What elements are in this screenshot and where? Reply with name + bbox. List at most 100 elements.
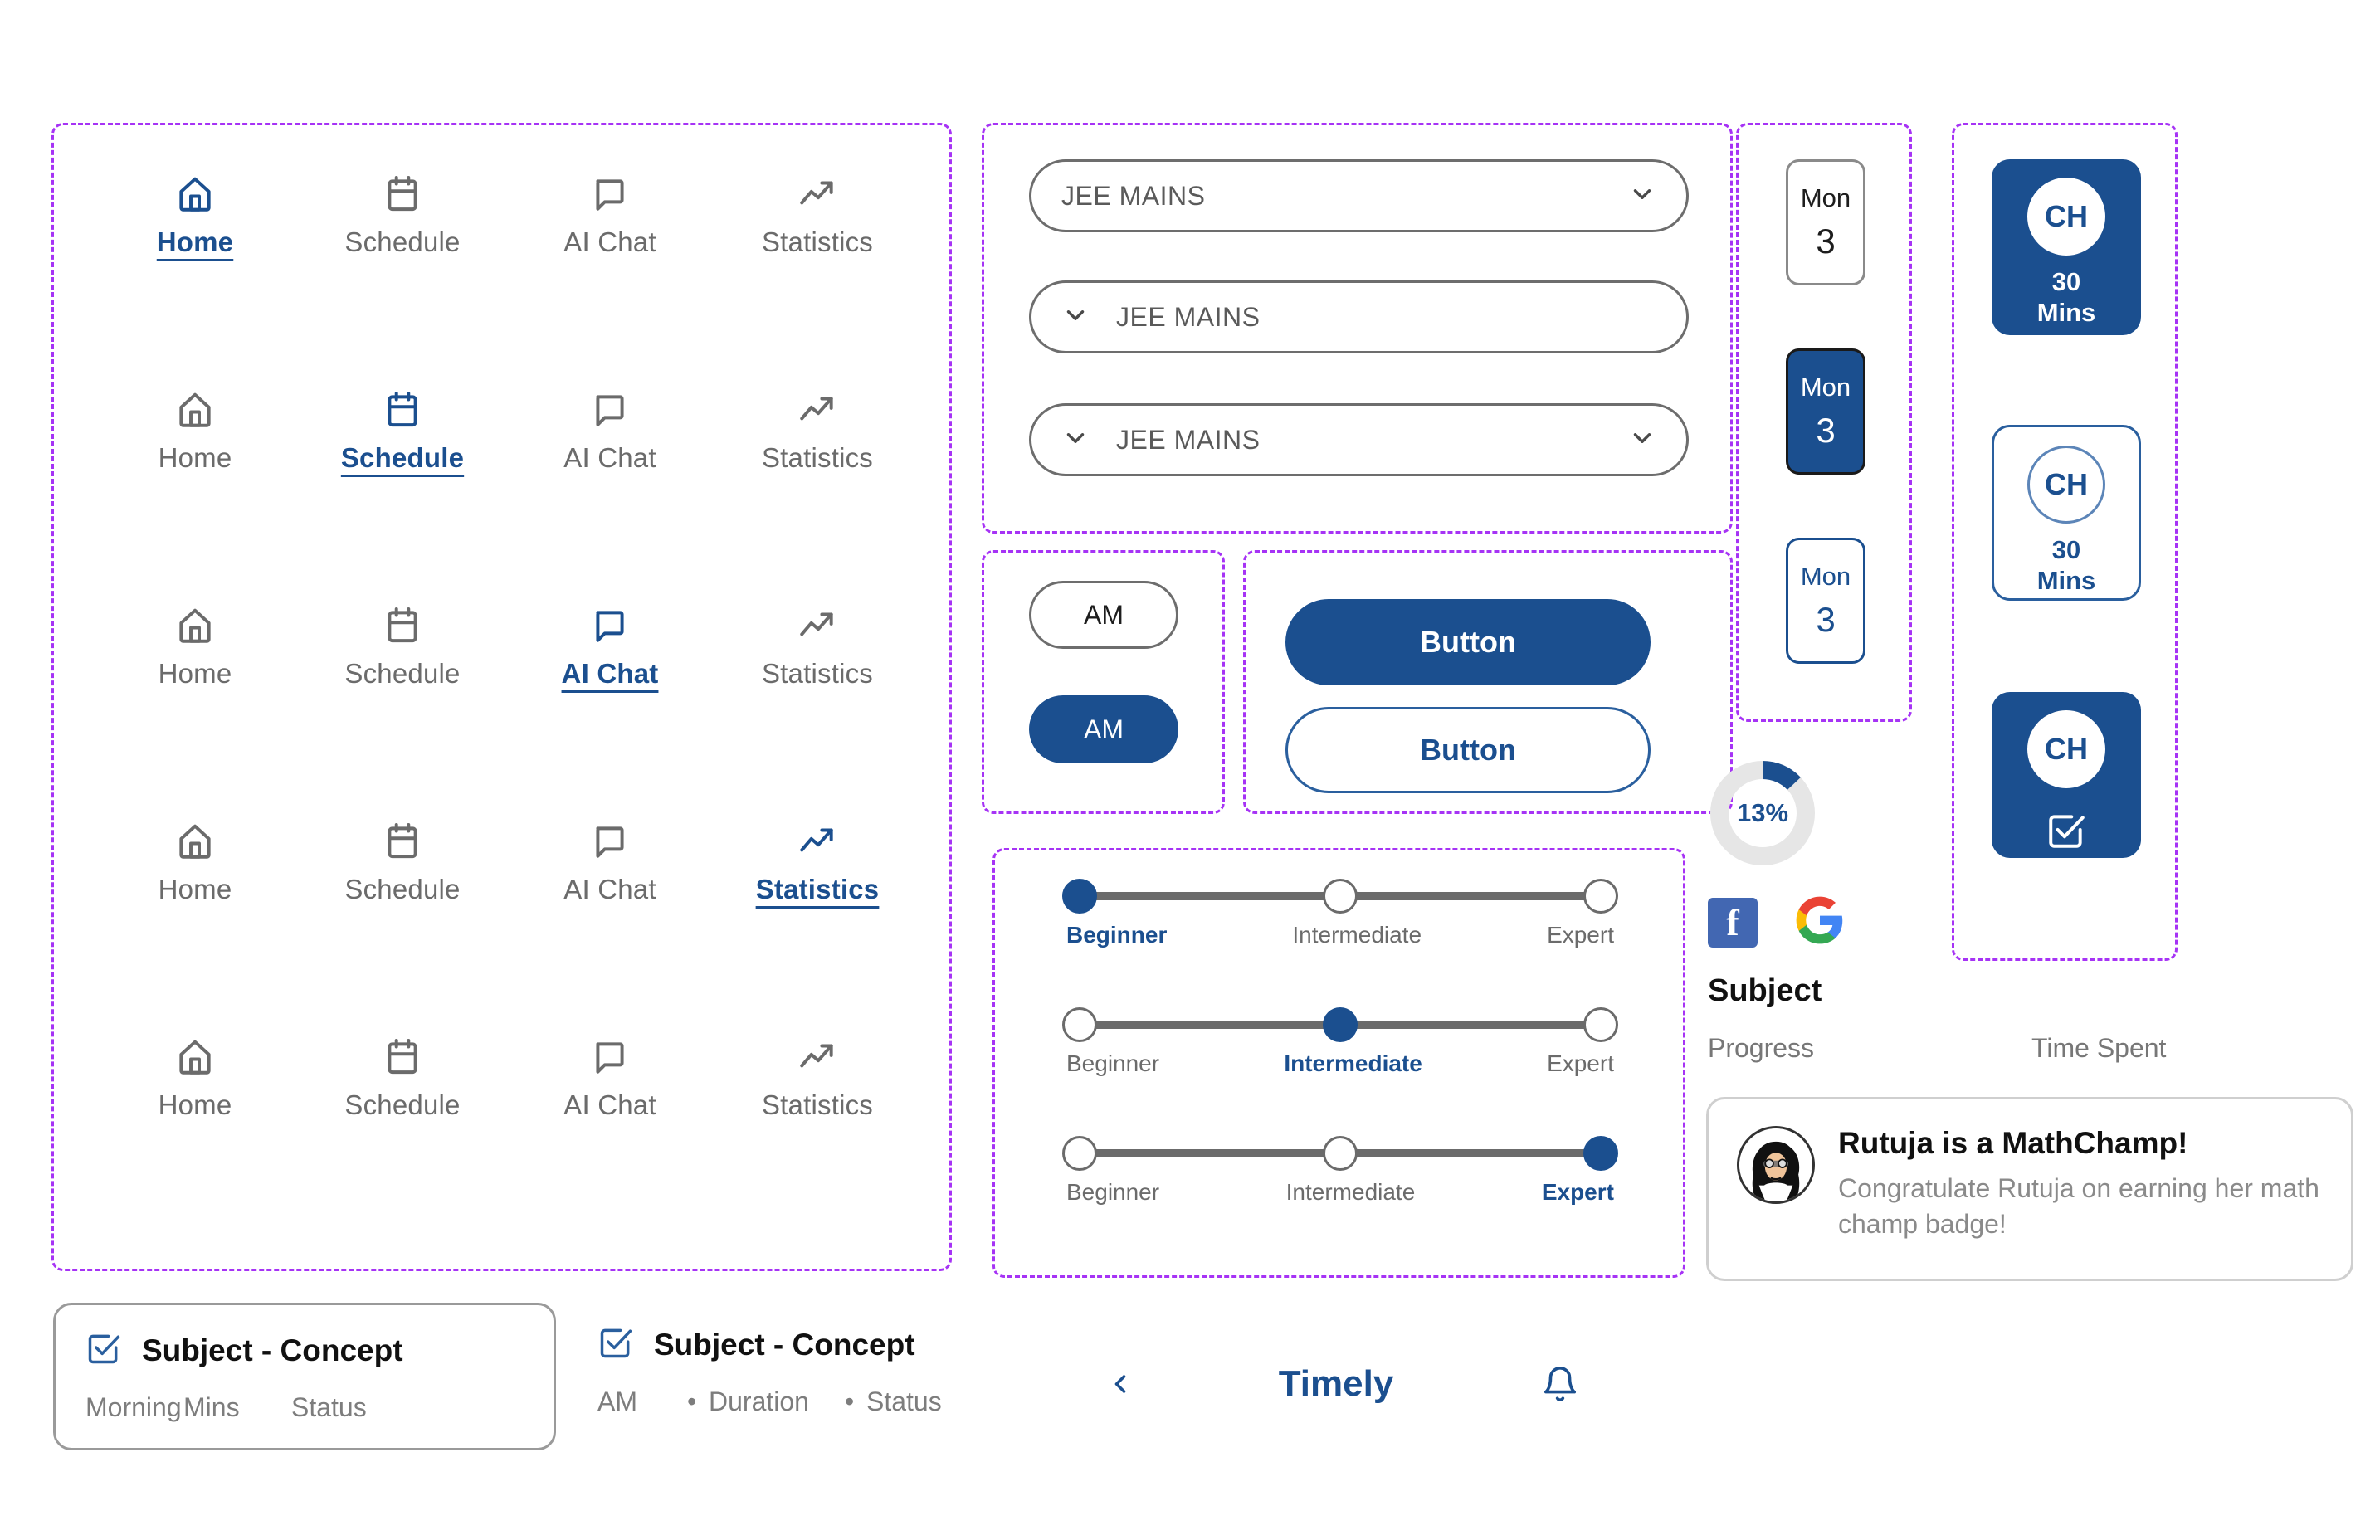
dropdown-exam-2[interactable]: JEE MAINS [1029, 280, 1689, 353]
nav-item-statistics[interactable]: Statistics [714, 378, 921, 593]
avatar [1737, 1126, 1815, 1204]
day-chip-number: 3 [1816, 411, 1836, 450]
nav-item-schedule[interactable]: Schedule [299, 378, 506, 593]
dropdown-value: JEE MAINS [1116, 424, 1261, 455]
difficulty-slider-expert[interactable]: Beginner Intermediate Expert [1062, 1136, 1618, 1206]
checkbox-checked-icon[interactable] [597, 1324, 634, 1365]
nav-item-statistics[interactable]: Statistics [714, 809, 921, 1025]
chat-bubble-icon [589, 605, 631, 658]
task-row-plain[interactable]: Subject - Concept AM • Duration • Status [597, 1324, 942, 1417]
chat-bubble-icon [589, 389, 631, 442]
slider-label-intermediate: Intermediate [1284, 1050, 1422, 1076]
google-icon[interactable] [1794, 894, 1846, 950]
nav-item-label: AI Chat [561, 658, 659, 689]
day-chip-outlined[interactable]: Mon 3 [1786, 538, 1865, 664]
notification-title: Rutuja is a MathChamp! [1838, 1126, 2188, 1160]
chevron-down-icon[interactable] [1061, 424, 1090, 456]
slider-knob-expert[interactable] [1583, 1136, 1618, 1171]
nav-item-home[interactable]: Home [91, 809, 299, 1025]
slider-knob-beginner[interactable] [1062, 879, 1097, 914]
slider-track[interactable] [1062, 1136, 1618, 1171]
dropdown-annotation-box [982, 123, 1733, 534]
difficulty-slider-intermediate[interactable]: Beginner Intermediate Expert [1062, 1007, 1618, 1077]
ch-duration-value: 30 [2051, 267, 2081, 296]
task-meta-separator: • [845, 1386, 855, 1416]
slider-knob-beginner[interactable] [1062, 1007, 1097, 1042]
calendar-icon [382, 821, 423, 874]
calendar-icon [382, 1036, 423, 1089]
nav-item-label: Home [158, 658, 232, 689]
nav-item-schedule[interactable]: Schedule [299, 809, 506, 1025]
nav-item-schedule[interactable]: Schedule [299, 162, 506, 378]
nav-item-home[interactable]: Home [91, 378, 299, 593]
ch-duration: 30 Mins [2037, 267, 2096, 328]
ch-card-check[interactable]: CH [1992, 692, 2141, 858]
bell-icon[interactable] [1527, 1365, 1593, 1403]
nav-item-statistics[interactable]: Statistics [714, 593, 921, 809]
nav-item-label: Home [156, 227, 234, 257]
chevron-left-icon[interactable] [1095, 1369, 1145, 1399]
nav-item-schedule[interactable]: Schedule [299, 593, 506, 809]
slider-label-expert: Expert [1547, 922, 1614, 948]
nav-item-ai-chat[interactable]: AI Chat [506, 809, 714, 1025]
day-chip-default[interactable]: Mon 3 [1786, 159, 1865, 285]
ch-duration-unit: Mins [2036, 565, 2096, 595]
day-chip-dow: Mon [1800, 562, 1851, 591]
progress-ring-label: 13% [1736, 798, 1789, 827]
slider-track[interactable] [1062, 1007, 1618, 1042]
checkbox-checked-icon[interactable] [2046, 810, 2087, 855]
facebook-icon[interactable]: f [1708, 897, 1758, 948]
nav-item-home[interactable]: Home [91, 593, 299, 809]
dropdown-exam-3[interactable]: JEE MAINS [1029, 403, 1689, 476]
slider-knob-beginner[interactable] [1062, 1136, 1097, 1171]
nav-item-ai-chat[interactable]: AI Chat [506, 378, 714, 593]
task-meta-am: AM [597, 1386, 637, 1416]
slider-knob-intermediate[interactable] [1323, 1007, 1358, 1042]
day-chip-selected[interactable]: Mon 3 [1786, 348, 1865, 475]
slider-knob-intermediate[interactable] [1323, 879, 1358, 914]
task-meta-status: Status [291, 1392, 367, 1422]
task-card-boxed[interactable]: Subject - Concept Morning Mins Status [53, 1303, 556, 1450]
nav-item-statistics[interactable]: Statistics [714, 162, 921, 378]
ch-avatar: CH [2027, 710, 2105, 788]
chat-bubble-icon [589, 173, 631, 227]
dropdown-exam-1[interactable]: JEE MAINS [1029, 159, 1689, 232]
ch-card-filled[interactable]: CH 30 Mins [1992, 159, 2141, 335]
day-chip-dow: Mon [1800, 183, 1851, 212]
chevron-down-icon[interactable] [1628, 424, 1656, 456]
slider-knob-expert[interactable] [1583, 879, 1618, 914]
day-chip-number: 3 [1816, 600, 1836, 639]
difficulty-slider-beginner[interactable]: Beginner Intermediate Expert [1062, 879, 1618, 948]
slider-knob-intermediate[interactable] [1323, 1136, 1358, 1171]
secondary-button[interactable]: Button [1285, 707, 1651, 793]
task-title: Subject - Concept [142, 1333, 403, 1367]
task-meta-morning: Morning [85, 1392, 182, 1422]
am-toggle-selected[interactable]: AM [1029, 695, 1178, 763]
nav-item-home[interactable]: Home [91, 162, 299, 378]
ch-duration-value: 30 [2051, 535, 2081, 564]
nav-item-label: Home [158, 442, 232, 473]
task-meta-separator: • [687, 1386, 697, 1416]
dropdown-value: JEE MAINS [1061, 180, 1206, 211]
chevron-down-icon[interactable] [1628, 180, 1656, 212]
slider-label-expert: Expert [1547, 1050, 1614, 1076]
slider-track[interactable] [1062, 879, 1618, 914]
nav-item-ai-chat[interactable]: AI Chat [506, 1025, 714, 1240]
am-toggle-unselected[interactable]: AM [1029, 581, 1178, 649]
notification-body: Congratulate Rutuja on earning her math … [1838, 1173, 2319, 1240]
nav-item-home[interactable]: Home [91, 1025, 299, 1240]
notification-card[interactable]: Rutuja is a MathChamp! Congratulate Rutu… [1706, 1097, 2353, 1281]
task-meta: Morning Mins Status [85, 1392, 524, 1423]
ch-card-outlined[interactable]: CH 30 Mins [1992, 425, 2141, 601]
nav-item-label: AI Chat [563, 227, 656, 257]
nav-item-ai-chat[interactable]: AI Chat [506, 593, 714, 809]
slider-knob-expert[interactable] [1583, 1007, 1618, 1042]
primary-button[interactable]: Button [1285, 599, 1651, 685]
nav-item-schedule[interactable]: Schedule [299, 1025, 506, 1240]
chevron-down-icon[interactable] [1061, 301, 1090, 334]
nav-item-ai-chat[interactable]: AI Chat [506, 162, 714, 378]
nav-item-statistics[interactable]: Statistics [714, 1025, 921, 1240]
checkbox-checked-icon[interactable] [85, 1330, 122, 1371]
